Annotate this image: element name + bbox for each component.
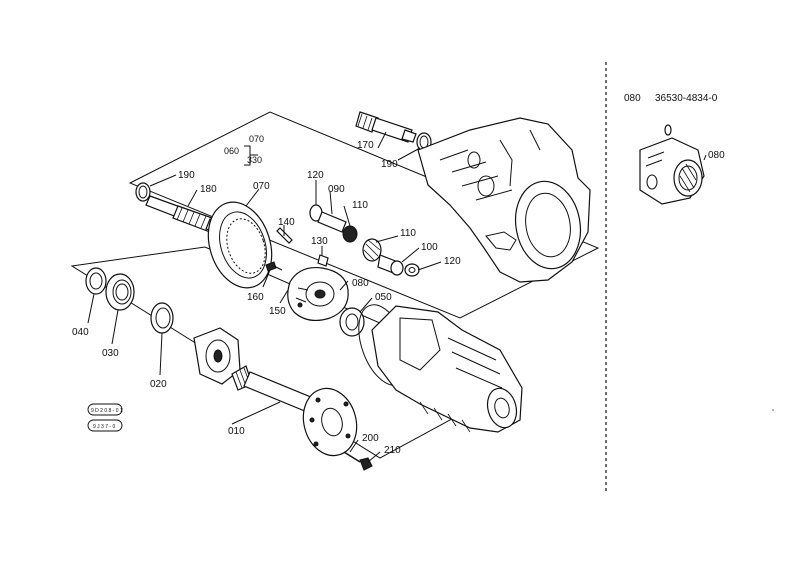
- part-010-axle-shaft: [231, 365, 319, 415]
- part-number: 36530-4834-0: [655, 93, 718, 104]
- transmission-housing: [417, 117, 591, 283]
- part-070-ring-gear: [207, 201, 273, 289]
- callout-140: 140: [278, 217, 295, 228]
- part-120-washer-right: [404, 263, 420, 277]
- stray-mark: [772, 409, 774, 411]
- stamp-line-1: 9 D 2 0 8 - 0 1: [91, 408, 123, 414]
- part-080-detail-case: [639, 124, 705, 205]
- callout-180: 180: [200, 184, 217, 195]
- callout-170: 170: [357, 140, 374, 151]
- callout-210: 210: [384, 445, 401, 456]
- callout-040: 040: [72, 327, 89, 338]
- part-axle-hub-flange: [302, 387, 358, 457]
- callout-090: 090: [328, 184, 345, 195]
- callout-120-upper: 120: [307, 170, 324, 181]
- callout-160: 160: [247, 292, 264, 303]
- stamp-line-2: 9 J 3 7 - 0: [93, 424, 115, 430]
- axle-housing: [371, 305, 523, 433]
- part-110-gear-right: [362, 238, 382, 262]
- callout-020: 020: [150, 379, 167, 390]
- part-110-gear-upper: [342, 225, 358, 243]
- part-bearing-retainer: [193, 327, 241, 385]
- callout-190-left: 190: [178, 170, 195, 181]
- callout-110-upper: 110: [352, 200, 368, 211]
- catalog-stamp: 9 D 2 0 8 - 0 1 9 J 3 7 - 0: [87, 403, 123, 432]
- part-090-shaft: [317, 211, 347, 233]
- part-160-bolt: [265, 261, 283, 272]
- part-040-oil-seal: [85, 267, 107, 295]
- part-170-input-shaft: [355, 111, 417, 143]
- callout-060: 060: [224, 146, 239, 156]
- callout-330: 330: [247, 155, 262, 165]
- callout-080-diff: 080: [352, 278, 369, 289]
- callout-120-right: 120: [444, 256, 461, 267]
- callout-200: 200: [362, 433, 379, 444]
- callout-bracket-060: [244, 145, 258, 166]
- callout-050: 050: [375, 292, 392, 303]
- callout-010: 010: [228, 426, 245, 437]
- part-200-stud: [343, 451, 361, 463]
- callout-070-upper: 070: [249, 134, 264, 144]
- callout-030: 030: [102, 348, 119, 359]
- part-130-key: [317, 254, 329, 267]
- callout-100: 100: [421, 242, 438, 253]
- callout-080-detail: 080: [708, 150, 725, 161]
- part-020-bearing: [150, 302, 174, 334]
- ref-code: 080: [624, 93, 641, 104]
- callout-110-right: 110: [400, 228, 416, 239]
- callout-070-ring-gear: 070: [253, 181, 270, 192]
- part-100-pinion-gear: [377, 254, 404, 276]
- upper-assembly-boundary: [128, 111, 600, 319]
- callout-190-right: 190: [381, 159, 398, 170]
- callout-150: 150: [269, 306, 286, 317]
- part-050-bearing: [339, 307, 365, 337]
- callout-130: 130: [311, 236, 328, 247]
- leader-lines: [87, 131, 707, 463]
- part-190-snap-ring-left: [135, 182, 151, 202]
- part-030-bearing: [105, 273, 135, 311]
- part-080-differential-case: [287, 266, 349, 322]
